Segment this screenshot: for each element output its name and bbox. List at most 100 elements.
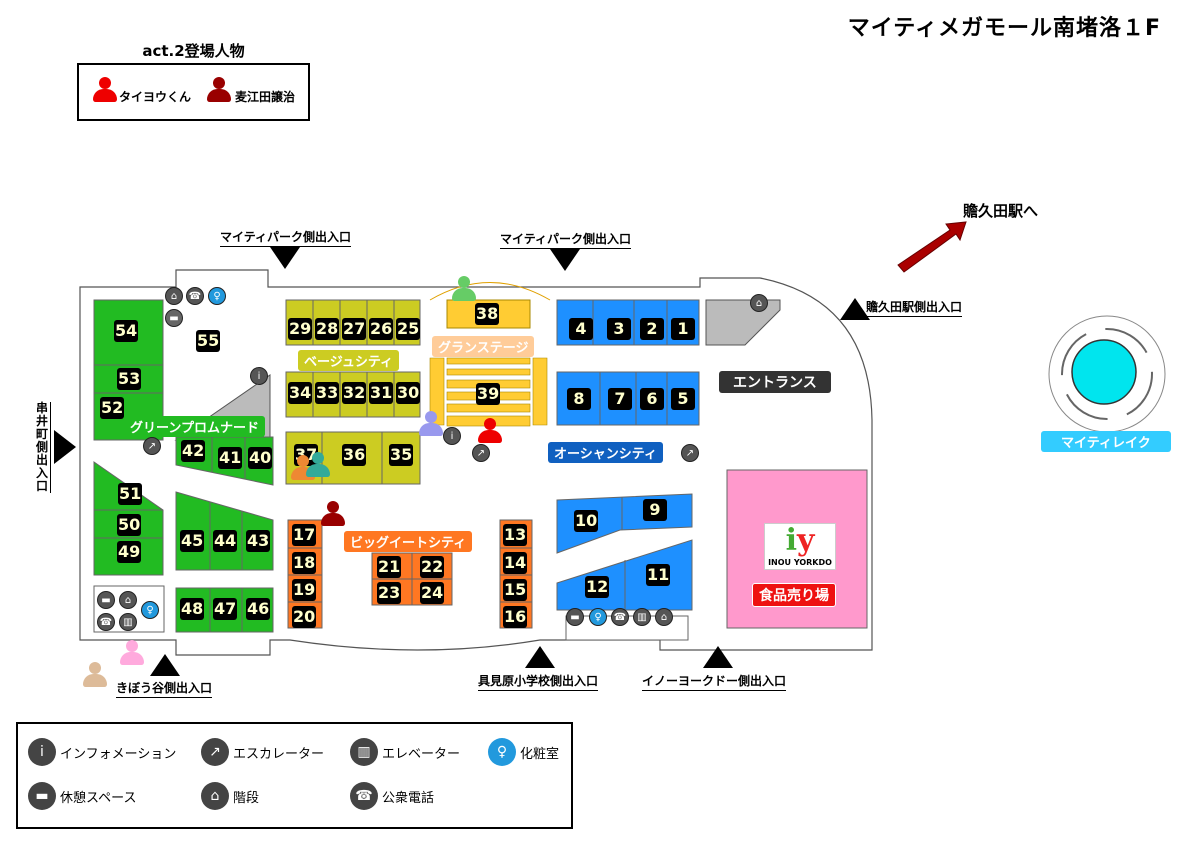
stairs-icon-entrance[interactable]: ⌂ [750,294,768,312]
shop-29[interactable]: 29 [288,318,313,340]
station-direction-label: 贍久田駅へ [963,202,1039,220]
shop-11[interactable]: 11 [646,564,671,586]
shop-22[interactable]: 22 [420,556,445,578]
escalator-icon[interactable]: ↗ [143,437,161,455]
shop-26[interactable]: 26 [369,318,394,340]
exit-arrow-kuraku-station [840,298,870,320]
shop-51[interactable]: 51 [118,483,143,505]
shop-49[interactable]: 49 [117,541,142,563]
shop-52[interactable]: 52 [100,397,125,419]
zone-label-entrance: エントランス [719,371,831,393]
shop-7[interactable]: 7 [608,388,632,410]
shop-3[interactable]: 3 [607,318,631,340]
shop-31[interactable]: 31 [369,382,394,404]
rest-space-icon-bottom[interactable]: ▬ [566,608,584,626]
zone-label-food-floor: 食品売り場 [752,583,836,607]
inou-yorkdo-logo: iy INOU YORKDO [764,523,836,570]
info-icon-center[interactable]: i [443,427,461,445]
legend-restroom: ♀化粧室 [488,738,559,766]
shop-20[interactable]: 20 [292,606,317,628]
shop-4[interactable]: 4 [569,318,593,340]
legend-rest-space: ▬休憩スペース [28,782,136,810]
shop-45[interactable]: 45 [180,530,205,552]
info-legend-icon: i [28,738,56,766]
stairs-icon-bottom[interactable]: ⌂ [655,608,673,626]
shop-47[interactable]: 47 [213,598,238,620]
person-marker-teal [306,452,330,478]
exit-kushiicho: 串井町側出入口 [36,402,51,493]
zone-label-big-eat-city: ビッグイートシティ [344,531,473,552]
restroom-icon[interactable]: ♀ [208,287,226,305]
shop-19[interactable]: 19 [292,579,317,601]
shop-32[interactable]: 32 [342,382,367,404]
shop-50[interactable]: 50 [117,514,142,536]
shop-6[interactable]: 6 [640,388,664,410]
rest-space-icon[interactable]: ▬ [165,309,183,327]
shop-27[interactable]: 27 [342,318,367,340]
shop-44[interactable]: 44 [213,530,238,552]
person-marker-purple [419,411,443,437]
shop-14[interactable]: 14 [503,552,528,574]
shop-30[interactable]: 30 [396,382,421,404]
shop-13[interactable]: 13 [503,524,528,546]
shop-9[interactable]: 9 [643,499,667,521]
phone-icon[interactable]: ☎ [186,287,204,305]
exit-inoyoukado: イノーヨークドー側出入口 [642,672,787,691]
shop-38[interactable]: 38 [475,303,500,325]
info-icon[interactable]: i [250,367,268,385]
character-name-mugieda: 麦江田譲治 [235,90,296,104]
shop-55[interactable]: 55 [196,330,221,352]
restroom-icon-bottom[interactable]: ♀ [589,608,607,626]
escalator-legend-icon: ↗ [201,738,229,766]
shop-25[interactable]: 25 [396,318,421,340]
shop-42[interactable]: 42 [181,440,206,462]
shop-23[interactable]: 23 [377,582,402,604]
shop-48[interactable]: 48 [180,598,205,620]
stairs-icon-left[interactable]: ⌂ [119,591,137,609]
shop-46[interactable]: 46 [246,598,271,620]
elevator-legend-icon: ▥ [350,738,378,766]
shop-36[interactable]: 36 [342,444,367,466]
shop-28[interactable]: 28 [315,318,340,340]
zone-label-green-promenade: グリーンプロムナード [124,416,265,437]
shop-2[interactable]: 2 [640,318,664,340]
exit-kuraku-station: 贍久田駅側出入口 [866,298,963,317]
restroom-icon-left[interactable]: ♀ [141,601,159,619]
exit-mighty-park-right: マイティパーク側出入口 [500,230,632,249]
elevator-icon-bottom[interactable]: ▥ [633,608,651,626]
shop-53[interactable]: 53 [117,368,142,390]
shop-54[interactable]: 54 [114,320,139,342]
person-marker-green [452,276,476,302]
exit-arrow-kuremihara [525,646,555,668]
phone-icon-bottom[interactable]: ☎ [611,608,629,626]
shop-18[interactable]: 18 [292,552,317,574]
elevator-icon-left[interactable]: ▥ [119,613,137,631]
taiyou-person-icon [93,77,117,103]
phone-legend-icon: ☎ [350,782,378,810]
shop-5[interactable]: 5 [671,388,695,410]
shop-39[interactable]: 39 [476,383,501,405]
shop-1[interactable]: 1 [671,318,695,340]
person-marker-tan [83,662,107,688]
shop-41[interactable]: 41 [218,447,243,469]
shop-8[interactable]: 8 [567,388,591,410]
shop-35[interactable]: 35 [389,444,414,466]
exit-arrow-mighty-park-right [550,249,580,271]
shop-33[interactable]: 33 [315,382,340,404]
shop-17[interactable]: 17 [292,524,317,546]
shop-40[interactable]: 40 [248,447,273,469]
shop-12[interactable]: 12 [585,576,610,598]
escalator-icon-ocean[interactable]: ↗ [681,444,699,462]
shop-10[interactable]: 10 [574,510,599,532]
stairs-icon[interactable]: ⌂ [165,287,183,305]
shop-16[interactable]: 16 [503,606,528,628]
restroom-legend-icon: ♀ [488,738,516,766]
phone-icon-left[interactable]: ☎ [97,613,115,631]
rest-space-icon-left[interactable]: ▬ [97,591,115,609]
shop-21[interactable]: 21 [377,556,402,578]
shop-24[interactable]: 24 [420,582,445,604]
shop-43[interactable]: 43 [246,530,271,552]
shop-34[interactable]: 34 [288,382,313,404]
shop-15[interactable]: 15 [503,579,528,601]
escalator-icon-center[interactable]: ↗ [472,444,490,462]
